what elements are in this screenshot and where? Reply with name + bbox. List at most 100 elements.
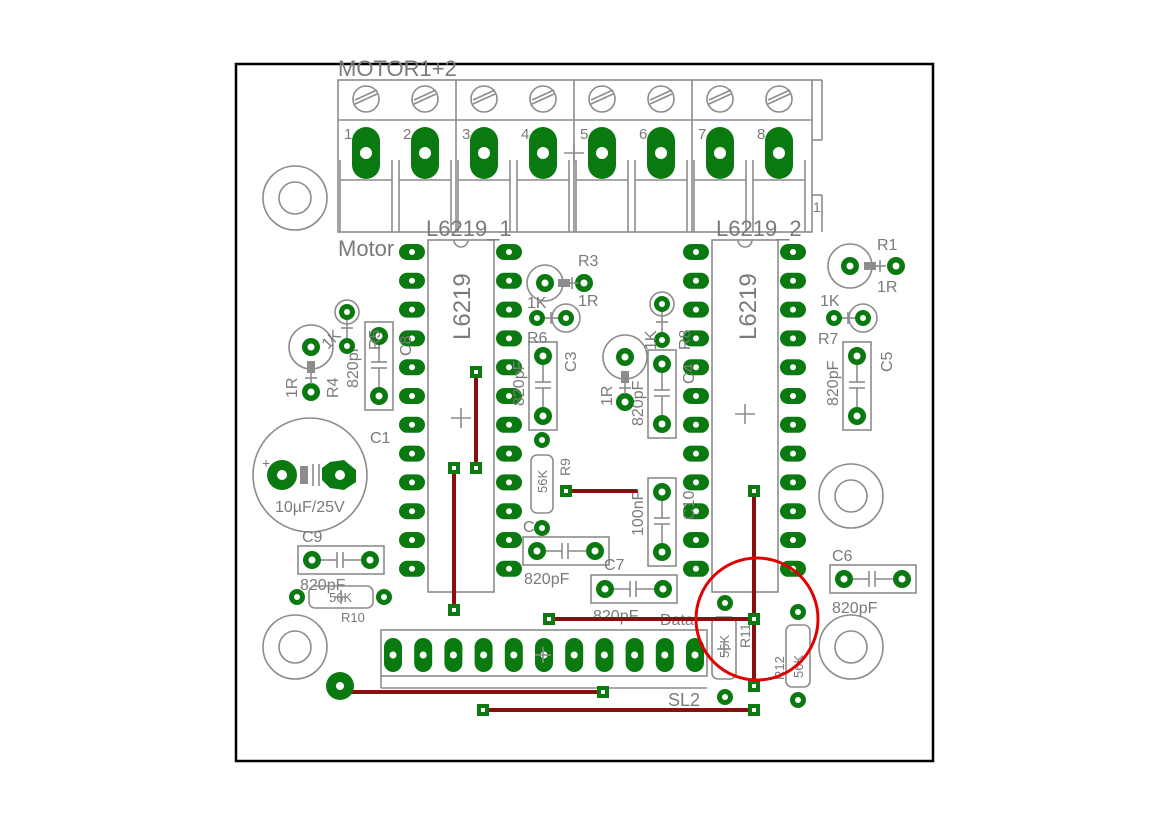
ic-pin-pad	[399, 532, 425, 548]
c10-ref: C10	[681, 491, 698, 520]
ic-pin-pad	[780, 359, 806, 376]
motor-pin-label: 7	[698, 126, 706, 143]
motor-terminal-pin	[470, 127, 498, 179]
sl2-pin-pad	[444, 638, 463, 672]
motor-pin-label: 4	[521, 126, 529, 143]
c5-ref: C5	[879, 351, 896, 372]
sl2-pin-pad	[655, 638, 674, 672]
c1-ref: C1	[370, 430, 391, 447]
resistor-r10: 56K R10	[289, 585, 392, 625]
ic-pin-pad	[496, 503, 522, 520]
r5-ref: R5	[367, 329, 384, 350]
mounting-hole	[262, 165, 328, 231]
ic-pin-pad	[683, 445, 709, 462]
motor-pin-label: 6	[639, 126, 647, 143]
ic-pin-pad	[780, 244, 806, 260]
c9-ref: C9	[302, 529, 323, 546]
ic-pin-pad	[496, 532, 522, 548]
ic-pin-pad	[780, 445, 806, 462]
ic-pin-pad	[683, 330, 709, 347]
ic-pin-pad	[496, 272, 522, 289]
ic-pin-pad	[780, 330, 806, 347]
capacitor-c4: C4 820pF	[630, 349, 698, 439]
c7-value: 820pF	[593, 608, 639, 625]
ic-pin-pad	[683, 416, 709, 433]
r11-ref: R11	[737, 623, 753, 648]
r4-value: 1R	[284, 378, 301, 398]
motor-terminal-pin	[647, 127, 675, 179]
sl2-pin-pad	[504, 638, 523, 672]
r6-ref: R6	[527, 330, 548, 347]
motor-side-mark: 1	[813, 199, 821, 215]
capacitor-c7: C7 820pF	[590, 557, 678, 625]
motor-terminal-pin	[588, 127, 616, 179]
sl2-pin-pad	[686, 638, 704, 672]
r9-value: 56K	[535, 470, 550, 493]
c1-value: 10µF/25V	[275, 499, 345, 516]
ic-pin-pad	[780, 301, 806, 318]
c7-ref: C7	[604, 557, 625, 574]
mounting-hole	[818, 463, 884, 529]
sl2-pin-pad	[625, 638, 644, 672]
ic-l6219-2: L6219_2 L6219	[683, 216, 806, 593]
sl2-pin-pad	[384, 638, 402, 672]
c10-value: 100nF	[630, 490, 647, 536]
ic1-value: L6219	[449, 273, 476, 340]
motor-terminal-pin	[352, 127, 380, 179]
c4-value: 820pF	[630, 380, 647, 426]
capacitor-c8: C8 820pF	[345, 321, 415, 411]
c8-value: 820pF	[345, 342, 362, 388]
ic-pin-pad	[399, 445, 425, 462]
ic-pin-pad	[780, 272, 806, 289]
sl2-name: SL2	[668, 690, 700, 710]
motor-pin-label: 1	[344, 126, 352, 143]
c3-ref: C3	[563, 351, 580, 372]
resistor-r4: R4 1R	[284, 324, 342, 401]
ic-pin-pad	[780, 532, 806, 548]
ic-pin-pad	[683, 560, 709, 577]
ic2-value: L6219	[735, 273, 762, 340]
mounting-hole	[818, 614, 884, 680]
svg-text:+: +	[262, 455, 270, 471]
resistor-r6: 1K R6	[527, 295, 581, 347]
motor-terminal-pin	[765, 127, 793, 179]
r3-ref: R3	[578, 253, 599, 270]
r9-ref: R9	[557, 458, 573, 476]
ic-pin-pad	[399, 244, 425, 260]
resistor-r5: 1K R5	[319, 299, 384, 354]
c6-ref: C6	[832, 548, 853, 565]
c3-value: 820pF	[511, 360, 528, 406]
ic-pin-pad	[780, 388, 806, 404]
c8-ref: C8	[398, 335, 415, 356]
ic-l6219-1: L6219_1 L6219	[399, 216, 522, 593]
r6-value: 1K	[527, 295, 547, 312]
sl2-header: SL2	[380, 629, 708, 710]
highlight-circle	[694, 556, 820, 682]
ic-pin-pad	[683, 272, 709, 289]
ic-pin-pad	[399, 301, 425, 318]
c5-value: 820pF	[825, 360, 842, 406]
mounting-holes	[262, 165, 884, 680]
ic-pin-pad	[496, 330, 522, 347]
r1-value: 1R	[877, 279, 897, 296]
r2-value: 1R	[599, 386, 616, 406]
ic2-ref: L6219_2	[716, 216, 802, 241]
capacitor-c1: + C1 10µF/25V	[252, 417, 391, 533]
ic-pin-pad	[496, 445, 522, 462]
resistor-r9: 56K R9	[530, 432, 573, 536]
ic-pin-pad	[496, 359, 522, 376]
ic-pin-pad	[683, 503, 709, 520]
r7-ref: R7	[818, 331, 839, 348]
ic-pin-pad	[780, 474, 806, 491]
resistor-r1: R1 1R	[827, 237, 905, 296]
capacitor-c2: C2 820pF	[522, 519, 610, 588]
ic-pin-pad	[399, 388, 425, 404]
r7-value: 1K	[820, 293, 840, 310]
c6-value: 820pF	[832, 600, 878, 617]
ic-pin-pad	[496, 416, 522, 433]
ic-pin-pad	[780, 416, 806, 433]
c2-value: 820pF	[524, 571, 570, 588]
motor-terminal-pin	[529, 127, 557, 179]
sl2-center-cross-icon	[535, 647, 551, 663]
